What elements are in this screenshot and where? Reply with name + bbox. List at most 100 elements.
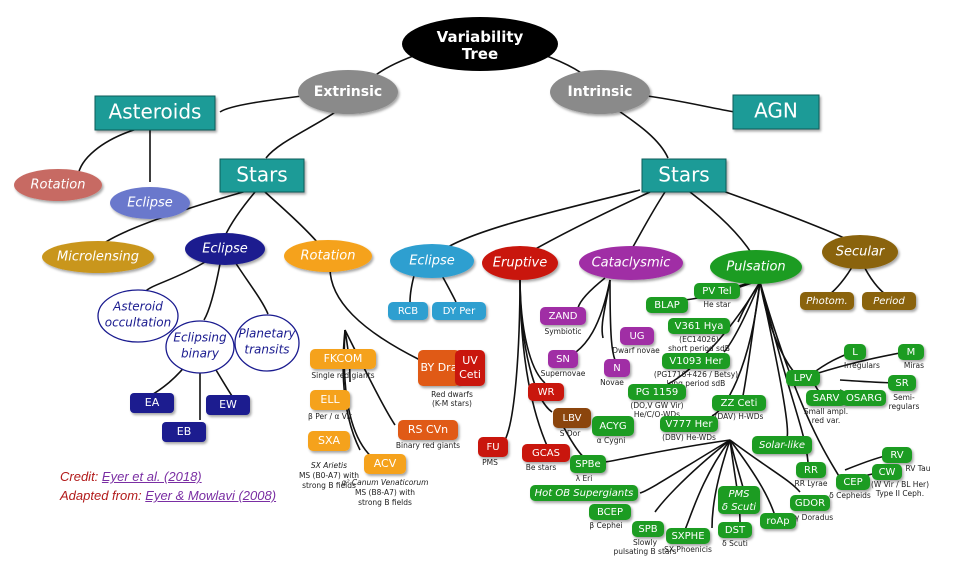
- ea-label: EA: [145, 396, 160, 409]
- secular-label: Secular: [836, 245, 886, 260]
- sxa-note-3: strong B fields: [302, 481, 356, 490]
- v1093-note-1: (PG1716+426 / Betsy): [654, 370, 738, 379]
- pms-l2: δ Scuti: [722, 502, 756, 513]
- lbv-note: S Dor: [560, 429, 582, 438]
- roap-node: roAp: [760, 513, 796, 529]
- pvtel-note: He star: [703, 300, 731, 309]
- osarg-label: OSARG: [846, 393, 882, 404]
- acv-note-3: strong B fields: [358, 498, 412, 507]
- sxphe-note: SX Phoenicis: [664, 545, 712, 554]
- eb-node: EB: [162, 422, 206, 442]
- asteroids-label: Asteroids: [109, 100, 202, 124]
- agn-node: AGN: [732, 94, 820, 130]
- photom-node: Photom.: [800, 292, 854, 310]
- asteroid-occ-l2: occultation: [105, 316, 172, 330]
- v361-note-1: (EC14026): [679, 335, 719, 344]
- gcas-label: GCAS: [532, 448, 560, 459]
- v777-node: V777 Her (DBV) He-WDs: [660, 416, 718, 442]
- v1093-label: V1093 Her: [669, 356, 723, 367]
- ext-eclipse-label: Eclipse: [202, 242, 248, 257]
- asteroids-node: Asteroids: [94, 95, 216, 131]
- eclipsing-binary-node: Eclipsing binary: [165, 320, 235, 374]
- ecl-binary-l2: binary: [181, 347, 220, 361]
- int-stars-label: Stars: [658, 163, 709, 187]
- spbe-note: λ Eri: [576, 474, 593, 483]
- uvceti-node: UV Ceti Red dwarfs (K-M stars): [431, 350, 485, 408]
- acv-node: ACV α² Canum Venaticorum MS (B8-A7) with…: [342, 454, 428, 507]
- bydra-note-2: (K-M stars): [432, 399, 472, 408]
- spb-note-1: Slowly: [633, 538, 658, 547]
- cataclysmic-label: Cataclysmic: [592, 256, 671, 271]
- cw-node: CW RV Tau (W Vir / BL Her) Type II Ceph.: [871, 464, 931, 498]
- eruptive-node: Eruptive: [482, 246, 558, 280]
- ew-node: EW: [206, 395, 250, 415]
- period-node: Period: [862, 292, 916, 310]
- rv-node: RV: [882, 447, 912, 463]
- bcep-note: β Cephei: [589, 521, 622, 530]
- gdor-node: GDOR γ Doradus: [790, 495, 833, 522]
- acyg-label: ACYG: [599, 421, 626, 432]
- wr-label: WR: [538, 387, 555, 398]
- adapted-line: Adapted from: Eyer & Mowlavi (2008): [60, 488, 276, 503]
- pms-node: PMS δ Scuti: [718, 486, 760, 514]
- secular-node: Secular: [822, 235, 898, 269]
- sr-node: SR Semi- regulars: [888, 375, 919, 411]
- adapted-label: Adapted from:: [60, 488, 142, 503]
- fkcom-label: FKCOM: [324, 352, 363, 365]
- zand-label: ZAND: [549, 311, 578, 322]
- dyper-node: DY Per: [432, 302, 486, 320]
- spbe-label: SPBe: [575, 459, 600, 470]
- spb-note-2: pulsating B stars: [614, 547, 677, 556]
- rr-node: RR RR Lyrae: [794, 462, 828, 488]
- asteroid-eclipse-label: Eclipse: [127, 196, 173, 211]
- gcas-node: GCAS Be stars: [522, 444, 570, 472]
- rcb-node: RCB: [388, 302, 428, 320]
- zand-note: Symbiotic: [544, 327, 581, 336]
- cep-label: CEP: [843, 477, 862, 488]
- ug-node: UG Dwarf novae: [612, 327, 660, 355]
- credit-link[interactable]: Eyer et al. (2018): [101, 469, 202, 484]
- solar-label: Solar-like: [759, 440, 805, 451]
- asteroid-occultation-node: Asteroid occultation: [97, 289, 179, 343]
- bydra-node: BY Dra: [418, 350, 460, 386]
- fu-label: FU: [486, 442, 499, 453]
- roap-label: roAp: [766, 516, 789, 527]
- gdor-note: γ Doradus: [795, 513, 833, 522]
- extrinsic-label: Extrinsic: [314, 84, 382, 100]
- m-note: Miras: [904, 361, 924, 370]
- acv-note-2: MS (B8-A7) with: [355, 488, 415, 497]
- zzceti-label: ZZ Ceti: [721, 398, 758, 409]
- zand-node: ZAND Symbiotic: [540, 307, 586, 336]
- sxa-note-1: SX Arietis: [311, 461, 347, 470]
- rr-label: RR: [804, 465, 818, 476]
- ell-label: ELL: [320, 393, 340, 406]
- cw-label: CW: [879, 467, 896, 478]
- acyg-node: ACYG α Cygni: [592, 416, 634, 445]
- pulsation-label: Pulsation: [726, 260, 785, 275]
- solar-node: Solar-like: [752, 436, 812, 454]
- ug-note: Dwarf novae: [612, 346, 660, 355]
- lpv-label: LPV: [794, 373, 813, 384]
- adapted-link[interactable]: Eyer & Mowlavi (2008): [145, 488, 277, 503]
- cataclysmic-node: Cataclysmic: [579, 246, 683, 280]
- asteroid-rotation-label: Rotation: [31, 178, 86, 193]
- l-note: Irregulars: [844, 361, 880, 370]
- rscvn-label: RS CVn: [408, 423, 448, 436]
- intrinsic-node: Intrinsic: [550, 70, 650, 114]
- fkcom-note: Single red giants: [311, 371, 374, 380]
- spb-node: SPB Slowly pulsating B stars: [614, 521, 677, 556]
- uvceti-l1: UV: [462, 354, 478, 367]
- fu-node: FU PMS: [478, 437, 508, 467]
- lbv-node: LBV S Dor: [553, 408, 591, 438]
- hotob-label: Hot OB Supergiants: [535, 488, 634, 499]
- acyg-note: α Cygni: [597, 436, 626, 445]
- sn-node: SN Supernovae: [541, 350, 586, 378]
- pg1159-label: PG 1159: [636, 387, 678, 398]
- int-stars-node: Stars: [641, 158, 727, 193]
- bydra-label: BY Dra: [421, 361, 458, 374]
- dst-note: δ Scuti: [722, 539, 748, 548]
- v777-note: (DBV) He-WDs: [662, 433, 716, 442]
